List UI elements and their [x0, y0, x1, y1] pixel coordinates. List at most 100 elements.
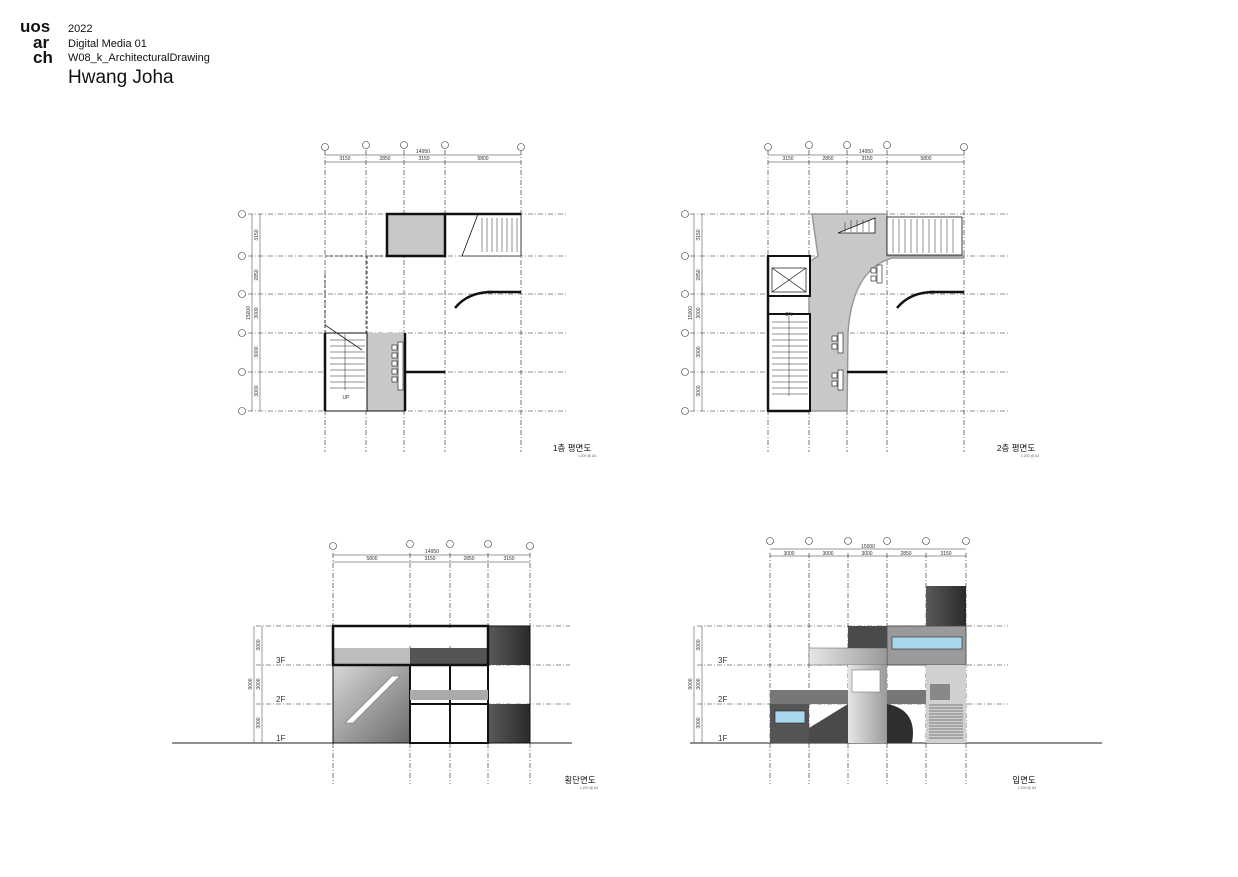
logo-line-2: ar — [33, 33, 49, 52]
section-ramp-opening — [344, 675, 401, 724]
plan1-grid — [248, 150, 568, 452]
section-total-dim: 14950 — [425, 549, 439, 555]
uos-arch-logo: uos ar ch — [20, 18, 53, 64]
section-level-2f: 2F — [276, 695, 285, 704]
section-bottom-right-mass — [488, 704, 530, 743]
elevation-span-4: 2850 — [900, 551, 911, 557]
elevation-ramp — [809, 704, 848, 743]
elevation-scale: 1:200 @ A3 — [1018, 786, 1036, 790]
floor-plan-2: 14950 3150 2850 3150 5800 3150 2850 3000… — [681, 141, 1039, 458]
elevation-height-3: 3000 — [696, 639, 702, 650]
cross-section: 14950 5800 3150 2850 3150 3000 3000 3000… — [172, 540, 598, 790]
plan2-grid-bubbles — [681, 141, 968, 415]
plan1-scale: 1:200 @ A3 — [578, 454, 596, 458]
section-span-3: 2850 — [463, 556, 474, 562]
elevation-level-1f: 1F — [718, 734, 727, 743]
plan2-span-4: 5800 — [920, 156, 931, 162]
elevation-left-block — [770, 704, 809, 743]
section-bridge — [410, 690, 488, 700]
elevation-grid — [697, 553, 1008, 784]
plan2-total-v: 15000 — [688, 306, 694, 320]
section-top-opening — [337, 630, 477, 646]
section-room-1 — [409, 703, 451, 744]
plan1-span-4: 5800 — [477, 156, 488, 162]
elevation-span-5: 3150 — [940, 551, 951, 557]
plan2-span-3: 3150 — [861, 156, 872, 162]
plan1-row-3: 3000 — [254, 307, 260, 318]
section-span-1: 5800 — [366, 556, 377, 562]
plan1-dimension-lines — [251, 154, 521, 411]
elevation-stair-tower — [926, 665, 966, 743]
plan1-span-2: 2850 — [379, 156, 390, 162]
plan1-walls — [323, 212, 521, 412]
plan2-slab — [808, 213, 965, 412]
elevation-total-dim: 15000 — [861, 544, 875, 550]
elevation-level-3f: 3F — [718, 656, 727, 665]
plan2-span-2: 2850 — [822, 156, 833, 162]
header-year: 2022 — [68, 23, 93, 35]
plan1-row-1: 3150 — [254, 229, 260, 240]
author-name: Hwang Joha — [68, 67, 174, 88]
plan1-furniture — [391, 341, 404, 391]
section-height-2: 3000 — [256, 678, 262, 689]
elevation-height-2: 3000 — [696, 678, 702, 689]
section-dimension-lines — [253, 554, 530, 743]
section-top-right-mass — [488, 626, 530, 665]
elevation-grid-bubbles — [766, 537, 970, 545]
plan1-span-3: 3150 — [418, 156, 429, 162]
plan1-up-label: UP — [343, 395, 351, 401]
section-span-4: 3150 — [503, 556, 514, 562]
elevation-band — [808, 647, 888, 666]
elevation-core-opening — [851, 669, 881, 693]
elevation-dimension-lines — [693, 548, 966, 743]
plan1-span-1: 3150 — [339, 156, 350, 162]
plan1-top-room — [385, 212, 447, 258]
elevation-span-3: 3000 — [861, 551, 872, 557]
plan1-row-5: 3000 — [254, 385, 260, 396]
section-band — [333, 648, 410, 665]
plan1-caption: 1층 평면도 — [553, 443, 592, 453]
elevation-level-2f: 2F — [718, 695, 727, 704]
section-height-1: 3000 — [256, 717, 262, 728]
section-span-2: 3150 — [424, 556, 435, 562]
plan2-grid — [690, 150, 1008, 452]
header-course: Digital Media 01 — [68, 37, 147, 50]
elevation-span-1: 3000 — [783, 551, 794, 557]
plan1-stair — [324, 324, 365, 390]
plan2-walls — [766, 256, 964, 413]
plan2-row-2: 2850 — [696, 269, 702, 280]
plan2-row-1: 3150 — [696, 229, 702, 240]
elevation-total-h: 9000 — [688, 678, 694, 689]
section-total-h: 9000 — [248, 678, 254, 689]
plan1-total-v: 15000 — [246, 306, 252, 320]
elevation: 15000 3000 3000 3000 2850 3150 3000 3000… — [688, 537, 1102, 790]
elevation-left-window — [774, 710, 806, 724]
elevation-top-window — [891, 636, 963, 650]
plan2-furniture — [831, 264, 883, 391]
elevation-height-1: 3000 — [696, 717, 702, 728]
plan2-stair — [772, 316, 808, 396]
elevation-tower-top — [926, 586, 966, 626]
plan1-upper-stair — [461, 213, 522, 257]
plan1-row-2: 2850 — [254, 269, 260, 280]
elevation-curved-wall — [887, 704, 913, 743]
plan2-dimension-lines — [693, 154, 964, 411]
floor-plan-1: 14950 3150 2850 3150 5800 3150 2850 3000… — [238, 141, 596, 458]
elevation-span-2: 3000 — [822, 551, 833, 557]
plan2-caption: 2층 평면도 — [997, 443, 1036, 453]
header-assignment: W08_k_ArchitecturalDrawing — [68, 52, 210, 64]
section-room-2 — [449, 703, 489, 744]
section-level-3f: 3F — [276, 656, 285, 665]
logo-line-1: uos — [20, 18, 50, 36]
plan2-row-4: 3000 — [696, 346, 702, 357]
plan2-scale: 1:200 @ A3 — [1021, 454, 1039, 458]
section-scale: 1:200 @ A3 — [580, 786, 598, 790]
plan2-row-3: 3000 — [696, 307, 702, 318]
plan2-total-dim: 14950 — [859, 149, 873, 155]
section-height-3: 3000 — [256, 639, 262, 650]
plan2-upper-stairs — [837, 216, 963, 256]
section-level-1f: 1F — [276, 734, 285, 743]
plan2-dn-label: DN — [785, 312, 793, 318]
plan2-row-5: 3000 — [696, 385, 702, 396]
